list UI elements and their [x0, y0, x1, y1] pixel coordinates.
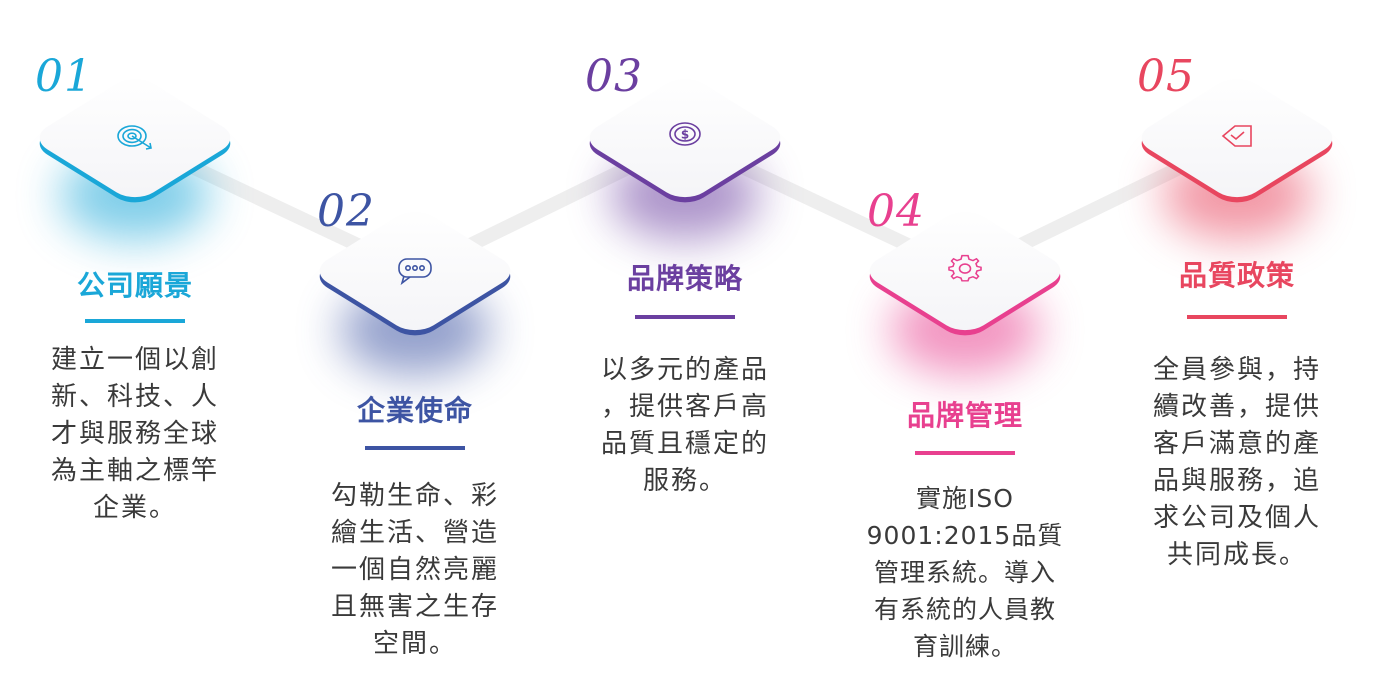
- chat-bubble-icon: [398, 258, 432, 286]
- step-number: 04: [867, 186, 925, 237]
- title-underline: [85, 319, 185, 323]
- desc-line: 品質且穩定的: [600, 429, 769, 459]
- step-description: 全員參與，持 續改善，提供 客戶滿意的產 品與服務，追 求公司及個人 共同成長。: [1132, 352, 1342, 574]
- title-underline: [365, 446, 465, 450]
- step-description: 勾勒生命、彩 繪生活、營造 一個自然亮麗 且無害之生存 空間。: [310, 478, 520, 663]
- desc-line: 空間。: [372, 629, 457, 659]
- step-number: 03: [585, 51, 643, 102]
- title-underline: [1187, 315, 1287, 319]
- desc-line: 客戶滿意的產: [1152, 429, 1321, 459]
- desc-line: 共同成長。: [1166, 540, 1307, 570]
- dollar-glyph: $: [681, 128, 689, 142]
- tag-icon: [1221, 125, 1252, 147]
- desc-line: 全員參與，持: [1152, 355, 1321, 385]
- desc-line: 求公司及個人: [1152, 503, 1321, 533]
- desc-line: 為主軸之標竿: [50, 456, 219, 486]
- desc-line: 才與服務全球: [50, 419, 219, 449]
- step-description: 以多元的產品 ，提供客戶高 品質且穩定的 服務。: [580, 352, 790, 500]
- desc-line: 企業。: [92, 493, 177, 523]
- desc-line: ，提供客戶高: [600, 392, 769, 422]
- step-title: 公司願景: [76, 269, 193, 302]
- desc-line: 服務。: [642, 466, 727, 496]
- desc-line: 以多元的產品: [600, 355, 769, 385]
- desc-line: 續改善，提供: [1152, 392, 1321, 422]
- step-number: 01: [35, 51, 93, 102]
- desc-line: 建立一個以創: [50, 345, 219, 375]
- desc-line: 勾勒生命、彩: [330, 481, 499, 511]
- desc-line: 一個自然亮麗: [330, 555, 499, 585]
- step-description: 實施ISO 9001:2015品質 管理系統。導入 有系統的人員教 育訓練。: [860, 480, 1070, 665]
- dollar-coin-icon: $: [669, 122, 701, 146]
- desc-line: 新、科技、人: [50, 382, 219, 412]
- title-underline: [635, 315, 735, 319]
- desc-line: 管理系統。導入: [873, 558, 1056, 587]
- step-title: 品牌管理: [906, 399, 1023, 432]
- step-title: 品質政策: [1178, 259, 1295, 292]
- step-number: 02: [317, 186, 375, 237]
- desc-line: 繪生活、營造: [330, 518, 499, 548]
- step-number: 05: [1137, 51, 1195, 102]
- step-title: 企業使命: [356, 394, 473, 427]
- desc-line: 9001:2015品質: [866, 521, 1064, 550]
- desc-line: 品與服務，追: [1152, 466, 1321, 496]
- target-icon: [117, 125, 152, 150]
- title-underline: [915, 451, 1015, 455]
- desc-line: 實施ISO: [916, 484, 1014, 513]
- step-description: 建立一個以創 新、科技、人 才與服務全球 為主軸之標竿 企業。: [30, 342, 240, 527]
- gear-icon: [948, 254, 982, 282]
- desc-line: 育訓練。: [912, 632, 1017, 661]
- desc-line: 有系統的人員教: [873, 595, 1056, 624]
- step-title: 品牌策略: [626, 262, 743, 295]
- desc-line: 且無害之生存: [330, 592, 499, 622]
